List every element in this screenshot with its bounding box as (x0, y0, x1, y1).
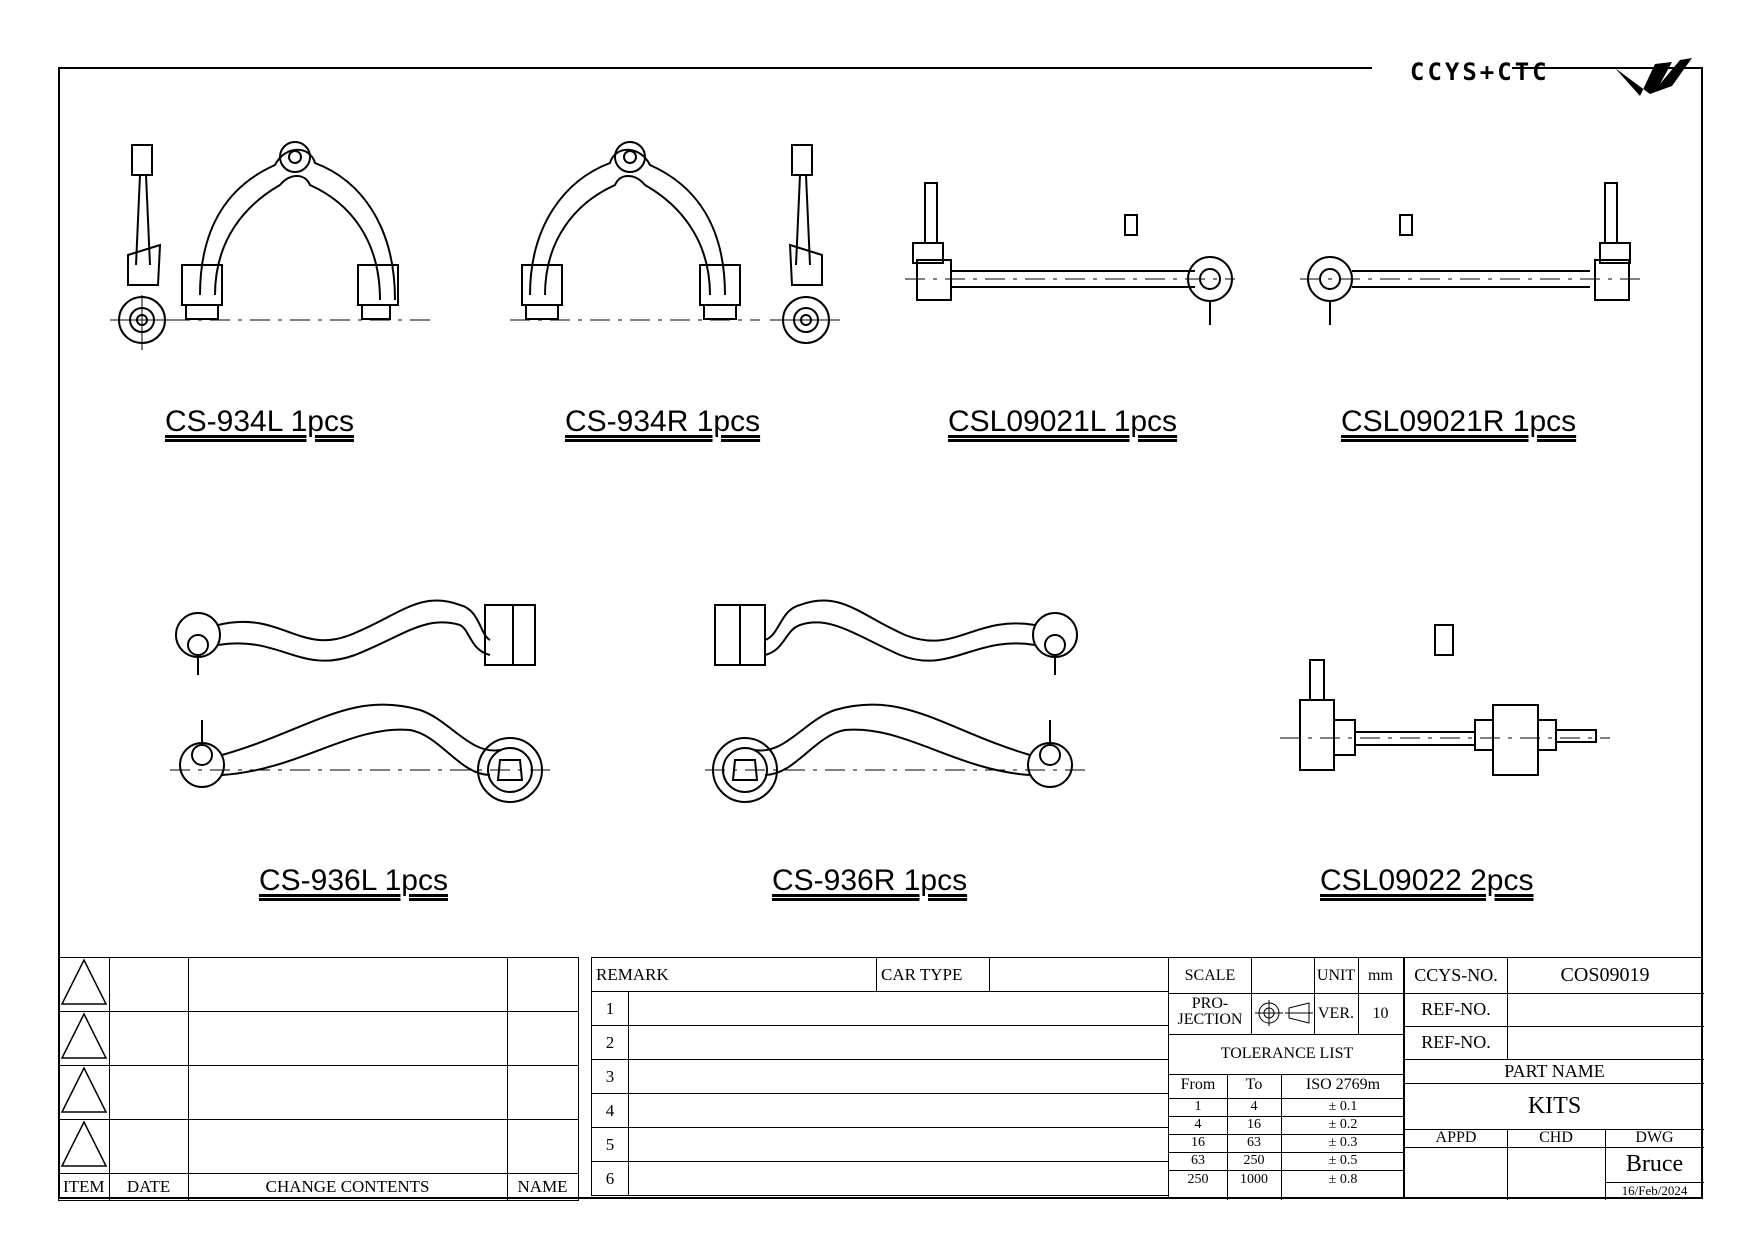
triangle-icon (60, 1012, 107, 1059)
revision-marker (58, 1011, 110, 1066)
chd-label: CHD (1539, 1129, 1573, 1146)
tolerance-cell: ± 0.3 (1328, 1135, 1358, 1150)
part-label: CS-934R 1pcs (565, 405, 761, 438)
tolerance-cell: 63 (1191, 1153, 1205, 1168)
tolerance-cell: 4 (1194, 1117, 1202, 1132)
remark-row-num: 2 (591, 1025, 629, 1060)
revision-marker (58, 957, 110, 1012)
projection-label: PRO- JECTION (1177, 995, 1243, 1028)
tolerance-cell: 16 (1191, 1135, 1205, 1150)
triangle-icon (60, 958, 107, 1005)
remark-row-num: 1 (591, 991, 629, 1026)
ccys-ctc-logo: CCYS+CTC (1410, 46, 1700, 102)
triangle-icon (60, 1120, 107, 1167)
part-label: CSL09022 2pcs (1320, 864, 1534, 897)
change-contents-header: CHANGE CONTENTS (187, 1173, 508, 1201)
remarks-table: REMARK CAR TYPE 1 2 3 4 5 6 (591, 957, 1169, 1196)
remark-label: REMARK (591, 957, 877, 992)
unit-label: UNIT (1316, 967, 1356, 984)
tolerance-cell: 250 (1187, 1172, 1209, 1187)
dwg-label: DWG (1635, 1129, 1674, 1146)
tolerance-cell: ± 0.8 (1328, 1172, 1358, 1187)
name-header: NAME (506, 1173, 579, 1201)
tolerance-cell: 1000 (1240, 1172, 1268, 1187)
part-csl09021r-drawing (1300, 175, 1640, 335)
logo-gap (1372, 60, 1512, 70)
ref-no-label: REF-NO. (1421, 999, 1491, 1019)
ver-label: VER. (1318, 1005, 1354, 1022)
ccys-no-label: CCYS-NO. (1414, 965, 1498, 985)
part-label: CS-936L 1pcs (259, 864, 448, 897)
tolerance-to-header: To (1245, 1076, 1263, 1093)
tolerance-title: TOLERANCE LIST (1220, 1045, 1354, 1062)
drawer-name: Bruce (1625, 1151, 1684, 1177)
remark-row-num: 6 (591, 1161, 629, 1196)
revision-row (58, 957, 579, 1012)
tolerance-cell: ± 0.2 (1328, 1117, 1358, 1132)
revision-header-row: ITEM DATE CHANGE CONTENTS NAME (58, 1173, 579, 1201)
part-name-value: KITS (1527, 1093, 1582, 1119)
part-label: CSL09021L 1pcs (948, 405, 1178, 438)
part-label: CSL09021R 1pcs (1341, 405, 1577, 438)
tolerance-from-header: From (1180, 1076, 1216, 1093)
tolerance-iso-header: ISO 2769m (1305, 1076, 1381, 1093)
part-label: CS-936R 1pcs (772, 864, 968, 897)
tolerance-cell: 1 (1194, 1099, 1202, 1114)
appd-label: APPD (1435, 1129, 1477, 1146)
part-csl09021l-drawing (905, 175, 1245, 335)
drawing-info-block: CCYS-NO. COS09019 REF-NO. REF-NO. PART N… (1404, 957, 1704, 1200)
remark-row-num: 3 (591, 1059, 629, 1094)
part-label: CS-934L 1pcs (165, 405, 354, 438)
tolerance-cell: ± 0.5 (1328, 1153, 1358, 1168)
tolerance-cell: 16 (1247, 1117, 1261, 1132)
part-cs-936l-drawing (170, 580, 550, 820)
ccys-no-value: COS09019 (1560, 964, 1650, 986)
ver-value: 10 (1372, 1005, 1389, 1022)
revision-row (58, 1065, 579, 1120)
ref-no-label: REF-NO. (1421, 1032, 1491, 1052)
car-type-label: CAR TYPE (876, 957, 990, 992)
remark-row-num: 5 (591, 1127, 629, 1162)
drawing-frame (58, 67, 1703, 1199)
part-cs-934l-drawing (110, 135, 450, 365)
part-name-label: PART NAME (1504, 1061, 1605, 1081)
projection-symbol-icon (1253, 998, 1313, 1028)
scale-tolerance-block: SCALE UNIT mm PRO- JECTION VER. 10 TOLER… (1168, 957, 1405, 1200)
tolerance-cell: 250 (1243, 1153, 1265, 1168)
revision-marker (58, 1065, 110, 1120)
logo-mark-icon (1615, 58, 1692, 96)
triangle-icon (60, 1066, 107, 1113)
scale-label: SCALE (1184, 967, 1236, 984)
revision-marker (58, 1119, 110, 1174)
remark-row-num: 4 (591, 1093, 629, 1128)
unit-value: mm (1368, 967, 1393, 984)
revision-table: ITEM DATE CHANGE CONTENTS NAME (58, 957, 579, 1201)
part-csl09022-drawing (1280, 620, 1610, 790)
revision-row (58, 1119, 579, 1174)
part-cs-934r-drawing (510, 135, 850, 365)
date-header: DATE (108, 1173, 189, 1201)
revision-row (58, 1011, 579, 1066)
item-header: ITEM (58, 1173, 110, 1201)
drawing-date: 16/Feb/2024 (1621, 1183, 1688, 1198)
part-cs-936r-drawing (705, 580, 1085, 820)
logo-text: CCYS+CTC (1410, 58, 1550, 86)
tolerance-cell: 4 (1250, 1099, 1258, 1114)
tolerance-cell: ± 0.1 (1328, 1099, 1358, 1114)
tolerance-cell: 63 (1247, 1135, 1261, 1150)
